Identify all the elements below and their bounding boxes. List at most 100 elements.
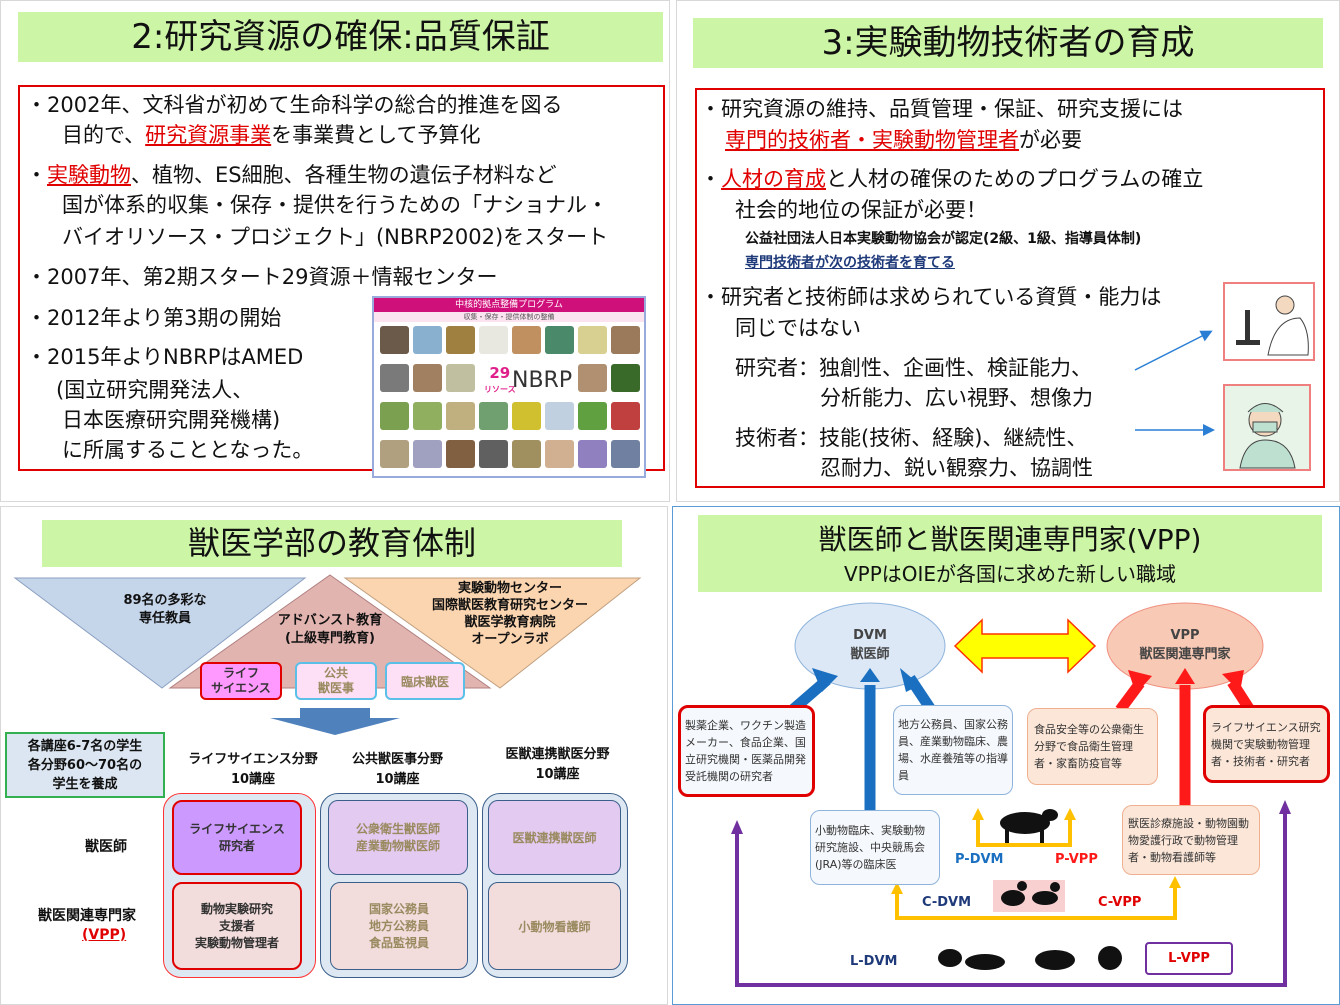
nbrp-resource-photo [512, 402, 541, 430]
box-life-science-institutions: ライフサイエンス研究機関で実験動物管理者・技術者・研究者 [1203, 705, 1330, 783]
dvm-label: DVM 獣医師 [850, 628, 890, 662]
nbrp-resource-photo [611, 440, 640, 468]
p1-line9: (国立研究開発法人、 [56, 378, 254, 402]
nbrp-resource-photo [545, 402, 574, 430]
researcher-microscope-icon [1223, 282, 1315, 361]
nbrp-resource-photo [413, 364, 442, 392]
panel1-content-box [18, 85, 665, 471]
panel1-title: 2:研究資源の確保:品質保証 [18, 12, 663, 62]
column-public-vet: 公共獣医事分野 10講座 [351, 752, 443, 787]
nbrp-resource-photo [578, 402, 607, 430]
label-p-dvm: P-DVM [955, 852, 1004, 867]
arrow-to-researcher [1134, 330, 1213, 371]
p2-technician-traits-2: 忍耐力、鋭い観察力、協調性 [820, 456, 1093, 480]
down-arrow-icon [270, 708, 400, 735]
nbrp-resource-photo [578, 364, 607, 392]
tag-public-vet: 公共 獣医事 [295, 662, 377, 700]
panel2-content-box [695, 88, 1325, 488]
p2-researcher-traits-2: 分析能力、広い視野、想像力 [820, 386, 1093, 410]
nbrp-resource-photo [446, 440, 475, 468]
box-pharma-researchers: 製薬企業、ワクチン製造メーカー、食品企業、国立研究機関・医薬品開発受託機関の研究… [678, 705, 815, 797]
facilities-text: 実験動物センター 国際獣医教育研究センター 獣医学教育病院 オープンラボ [431, 581, 588, 647]
row-label-vpp-abbr: (VPP) [82, 927, 127, 943]
nbrp-resource-photo [380, 326, 409, 354]
nbrp-resource-photo [479, 326, 508, 354]
cow-icon [1000, 809, 1058, 843]
p2-line2: 専門的技術者・実験動物管理者が必要 [725, 127, 1082, 153]
nbrp-resource-photo [413, 402, 442, 430]
count-unit: リソース [484, 385, 516, 394]
cat-dog-icon [993, 880, 1065, 912]
cell-public-health-vet: 公衆衛生獣医師 産業動物獣医師 [328, 800, 468, 875]
row-label-dvm: 獣医師 [85, 839, 127, 855]
highlight-human-resources: 人材の育成 [721, 167, 826, 191]
box-food-safety: 食品安全等の公衆衛生分野で食品衛生管理者・家畜防疫官等 [1027, 708, 1158, 785]
p1-line1: ・2002年、文科省が初めて生命科学の総合的推進を図る [26, 93, 563, 117]
text: ・ [700, 167, 721, 191]
cell-medvet-vet: 医獣連携獣医師 [488, 800, 621, 875]
label-l-vpp: L-VPP [1145, 942, 1233, 975]
text: 、植物、ES細胞、各種生物の遺伝子材料など [131, 163, 557, 187]
p2-technician-traits: 技術者：技能(技術、経験)、継続性、 [735, 426, 1088, 450]
p2-line4: 社会的地位の保証が必要！ [735, 198, 987, 222]
nbrp-resource-photo [611, 326, 640, 354]
nbrp-resource-photo [578, 440, 607, 468]
box-clinical-vets: 小動物臨床、実験動物研究施設、中央競馬会(JRA)等の臨床医 [810, 810, 940, 885]
nbrp-resource-photo [446, 326, 475, 354]
box-public-officials: 地方公務員、国家公務員、産業動物臨床、農場、水産養殖等の指導員 [893, 705, 1013, 795]
nbrp-resource-photo [380, 402, 409, 430]
double-arrow-icon [953, 618, 1097, 674]
panel4-title-box: 獣医師と獣医関連専門家(VPP) VPPはOIEが各国に求めた新しい職域 [698, 515, 1322, 592]
p1-line5: バイオリソース・プロジェクト」(NBRP2002)をスタート [62, 225, 609, 249]
c-arrow [895, 885, 1177, 920]
p2-line8: 同じではない [735, 316, 861, 340]
l-arrow [735, 812, 1287, 987]
text: と人材の確保のためのプログラムの確立 [826, 167, 1204, 191]
panel4-subtitle: VPPはOIEが各国に求めた新しい職域 [843, 562, 1177, 586]
nbrp-resource-photo [413, 326, 442, 354]
p1-line7: ・2012年より第3期の開始 [26, 306, 282, 330]
nbrp-subheader: 収集・保存・提供体制の整備 [374, 312, 644, 322]
cell-life-science-researcher: ライフサイエンス 研究者 [172, 800, 302, 875]
nbrp-resource-photo [479, 440, 508, 468]
row-label-vpp: 獣医関連専門家 [38, 908, 136, 924]
students-note: 各講座6-7名の学生 各分野60～70名の 学生を養成 [5, 732, 165, 798]
p1-line3: ・実験動物、植物、ES細胞、各種生物の遺伝子材料など [26, 162, 557, 188]
column-life-science: ライフサイエンス分野 10講座 [188, 752, 318, 787]
tag-life-science: ライフ サイエンス [200, 662, 282, 700]
nbrp-resource-photo [512, 440, 541, 468]
text: 目的で、 [62, 123, 146, 147]
p2-line7: ・研究者と技術師は求められている資質・能力は [700, 285, 1162, 309]
cell-civil-servants: 国家公務員 地方公務員 食品監視員 [330, 882, 468, 970]
p2-certification-note: 公益社団法人日本実験動物協会が認定(2級、1級、指導員体制) [745, 231, 1142, 247]
faculty-text: 89名の多彩な 専任教員 [123, 593, 207, 626]
panel3-title: 獣医学部の教育体制 [42, 520, 622, 567]
surgeon-icon [1223, 384, 1311, 471]
panel4-title: 獣医師と獣医関連専門家(VPP) [818, 523, 1202, 556]
label-c-vpp: C-VPP [1098, 895, 1142, 910]
yellow-arrows [895, 818, 1177, 920]
label-p-vpp: P-VPP [1055, 852, 1098, 867]
nbrp-resource-photo [380, 440, 409, 468]
nbrp-resource-photo [446, 364, 475, 392]
nbrp-resource-photo [545, 326, 574, 354]
tag-clinical-vet: 臨床獣医 [385, 662, 465, 700]
nbrp-resource-photo [611, 364, 640, 392]
nbrp-resource-photo [479, 402, 508, 430]
highlight-research-resource-project: 研究資源事業 [145, 123, 272, 147]
nbrp-resource-photo [512, 326, 541, 354]
nbrp-resource-photo [578, 326, 607, 354]
purple-arrows [735, 812, 1287, 987]
p1-line2: 目的で、研究資源事業を事業費として予算化 [62, 122, 481, 148]
nbrp-logo: NBRP [512, 368, 573, 393]
nbrp-resource-photo [545, 440, 574, 468]
panel2-title: 3:実験動物技術者の育成 [693, 18, 1323, 68]
text: ・ [26, 163, 47, 187]
nbrp-resource-photo [413, 440, 442, 468]
nbrp-header: 中核的拠点整備プログラム [374, 298, 644, 312]
lab-animals-icon [938, 946, 1122, 970]
